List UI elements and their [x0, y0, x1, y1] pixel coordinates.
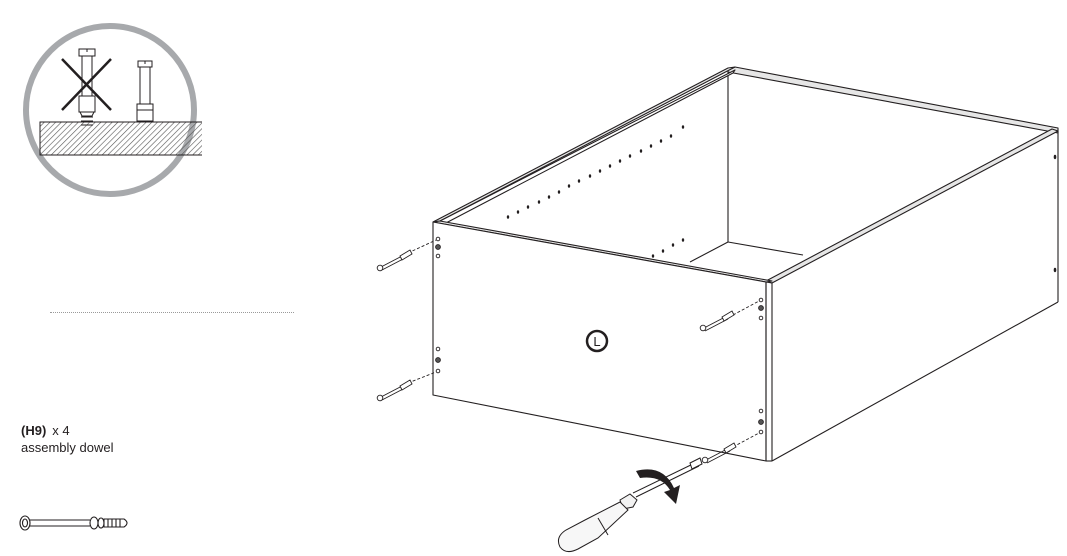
dowels: [376, 239, 760, 464]
assembly-dowel-icon: [376, 371, 437, 402]
back-panel: [689, 66, 1059, 263]
section-divider: [50, 312, 294, 313]
assembly-dowel-icon: [19, 515, 128, 531]
panel-label-l: L: [585, 329, 609, 353]
assembly-dowel-icon: [699, 300, 760, 332]
part-name: assembly dowel: [21, 440, 114, 455]
incorrect-vs-correct-dowel-icon: [23, 23, 202, 197]
left-side-panel: [432, 66, 736, 225]
assembly-dowel-icon: [376, 239, 437, 272]
assembly-dowel-icon: [701, 432, 760, 464]
shelf-holes: [506, 125, 1057, 273]
clockwise-arrow-icon: [636, 469, 680, 504]
right-side-panel: [765, 128, 1059, 462]
panel-holes: [435, 236, 764, 435]
screwdriver-icon: [558, 457, 703, 553]
part-code: (H9): [21, 423, 47, 438]
svg-text:L: L: [593, 334, 600, 349]
part-quantity: x 4: [52, 423, 70, 438]
part-label: (H9) x 4: [21, 423, 70, 439]
